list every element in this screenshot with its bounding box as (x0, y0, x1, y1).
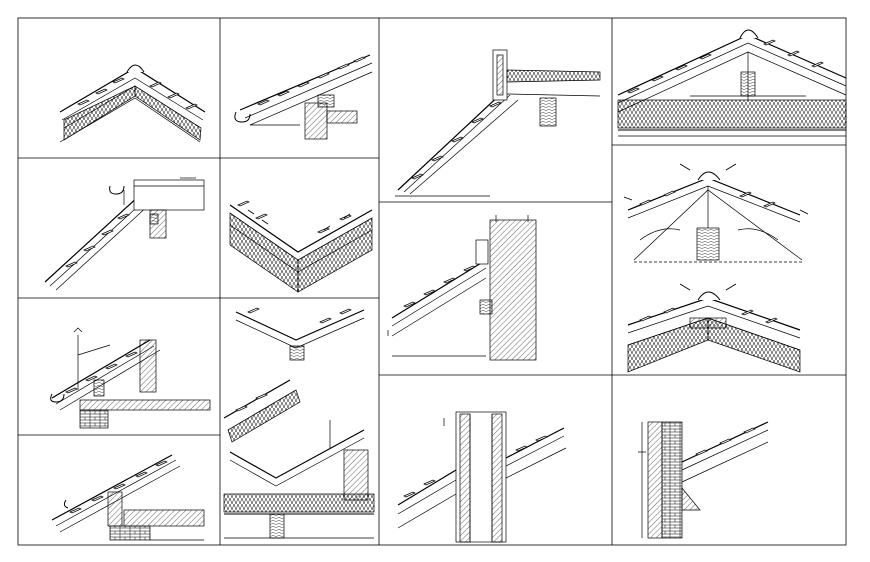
eave-gutter-wall-detail (44, 177, 205, 291)
ridge-with-king-post (617, 29, 847, 137)
panel-grid-lines (17, 17, 847, 546)
dry-ridge-detail (627, 283, 801, 373)
valley-section (229, 200, 373, 293)
wall-abutment-brick (638, 421, 769, 539)
valley-and-ridge-variants (223, 307, 375, 539)
eave-gutter-detail (234, 54, 373, 140)
eave-with-snow-guard (50, 327, 211, 429)
parapet-wall-abutment (387, 215, 537, 361)
ridge-section-small (59, 64, 206, 143)
chimney-penetration (397, 411, 567, 543)
vented-ridge-detail (623, 163, 809, 263)
verge-parapet-detail (395, 49, 601, 197)
eave-overhang-detail (51, 454, 205, 541)
